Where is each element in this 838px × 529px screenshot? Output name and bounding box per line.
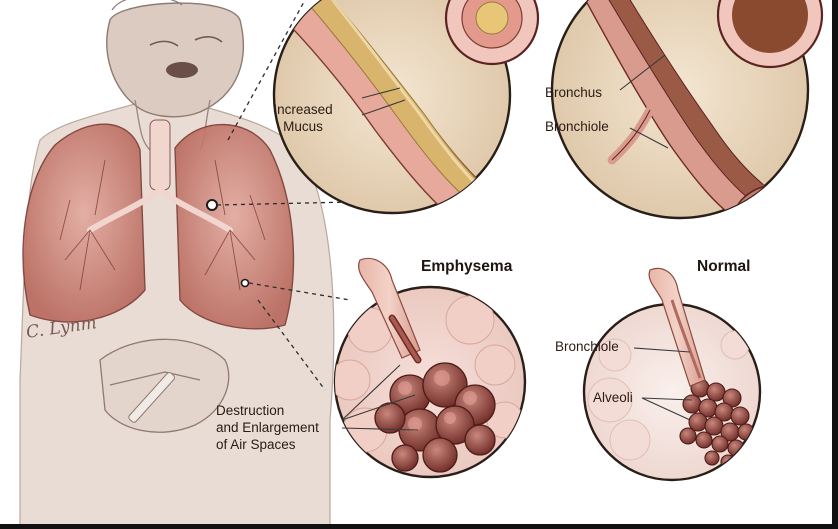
label-increased-mucus-line2: Mucus <box>262 118 344 135</box>
title-emphysema: Emphysema <box>421 258 512 276</box>
label-bronchiole-top: Bronchiole <box>545 118 609 135</box>
label-destruction-line1: Destruction <box>216 402 319 419</box>
right-edge-border <box>832 0 838 529</box>
panel-emphysema <box>330 258 525 477</box>
label-alveoli: Alveoli <box>593 389 633 406</box>
bottom-edge-border <box>0 524 838 529</box>
panel-normal-bronchus <box>552 0 822 231</box>
title-normal: Normal <box>697 258 750 276</box>
panel-normal-alveoli <box>584 268 760 480</box>
label-increased-mucus-line1: Increased <box>262 101 344 118</box>
label-bronchus: Bronchus <box>545 84 602 101</box>
label-destruction: Destruction and Enlargement of Air Space… <box>216 402 319 453</box>
label-bronchiole-bottom: Bronchiole <box>555 338 619 355</box>
label-increased-mucus: Increased Mucus <box>262 101 344 135</box>
label-destruction-line2: and Enlargement <box>216 419 319 436</box>
label-destruction-line3: of Air Spaces <box>216 436 319 453</box>
